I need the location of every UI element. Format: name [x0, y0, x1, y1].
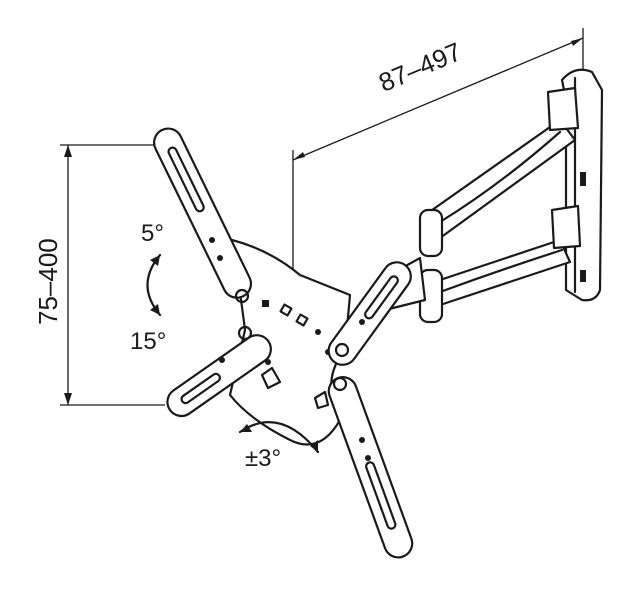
vesa-dimension-label: 75–400: [33, 238, 63, 325]
tilt-down-label: 15°: [130, 328, 167, 355]
bracket-arm-top-left: [153, 127, 253, 304]
bracket-arm-bottom: [327, 376, 414, 559]
bracket-arm-bottom-left: [166, 325, 272, 418]
extension-dimension: [292, 28, 584, 275]
vesa-dimension: [60, 144, 165, 406]
rotation-arrow-icon: [238, 421, 320, 454]
articulating-arms: [378, 86, 582, 324]
rotation-label: ±3°: [245, 445, 282, 472]
tilt-up-label: 5°: [141, 220, 164, 247]
tilt-arrow-icon: [146, 253, 162, 317]
centre-plate: [228, 238, 352, 446]
bracket-arm-top-right: [327, 261, 412, 366]
